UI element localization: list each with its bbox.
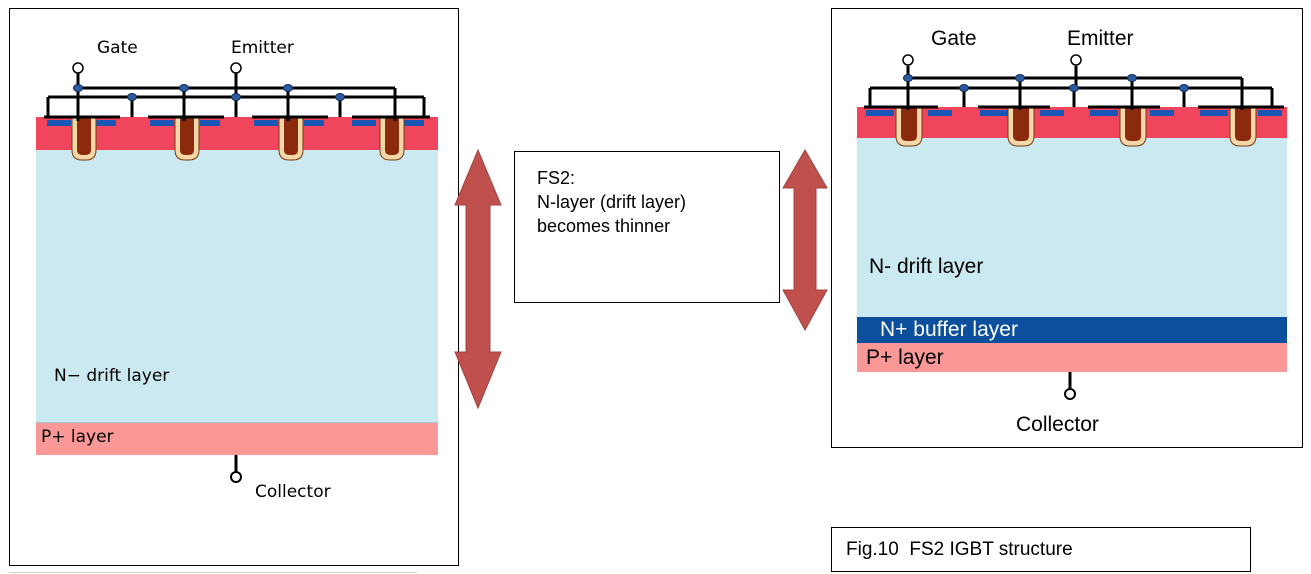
right-n-source bbox=[1040, 110, 1064, 116]
left-contact-dots bbox=[73, 84, 345, 101]
left-collector-terminal bbox=[230, 471, 242, 483]
right-n-drift-layer bbox=[857, 138, 1287, 317]
left-gate-label: Gate bbox=[97, 38, 138, 58]
left-trench-gates bbox=[71, 117, 405, 161]
note-line-1: FS2: bbox=[537, 168, 576, 188]
left-p-plus-layer bbox=[36, 423, 438, 455]
right-gate-label: Gate bbox=[931, 27, 977, 50]
left-p-plus-label: P+ layer bbox=[41, 427, 114, 447]
right-n-source bbox=[1150, 110, 1174, 116]
right-p-plus-label: P+ layer bbox=[866, 346, 944, 369]
right-n-source bbox=[928, 110, 952, 116]
right-trench-gates bbox=[895, 107, 1257, 147]
right-emitter-terminal bbox=[1070, 54, 1082, 66]
figure-caption: Fig.10 FS2 IGBT structure bbox=[846, 539, 1073, 560]
note-line-3: becomes thinner bbox=[537, 216, 671, 236]
right-n-drift-label: N- drift layer bbox=[869, 255, 984, 278]
right-collector-terminal bbox=[1064, 388, 1076, 400]
right-p-plus-layer bbox=[857, 343, 1287, 372]
left-emitter-label: Emitter bbox=[231, 38, 294, 58]
left-n-source bbox=[254, 120, 278, 126]
right-n-buffer-label: N+ buffer layer bbox=[880, 318, 1018, 341]
right-n-source bbox=[866, 110, 894, 116]
left-n-source bbox=[150, 120, 174, 126]
left-n-source bbox=[352, 120, 376, 126]
figure-caption-box bbox=[831, 527, 1251, 572]
left-n-drift-label: N− drift layer bbox=[54, 366, 170, 386]
left-n-source bbox=[200, 120, 220, 126]
left-n-drift-layer bbox=[36, 150, 438, 423]
right-collector-label: Collector bbox=[1016, 413, 1099, 436]
left-emitter-terminal bbox=[230, 62, 242, 74]
right-n-source bbox=[1258, 110, 1282, 116]
left-n-source bbox=[96, 120, 116, 126]
note-line-2: N-layer (drift layer) bbox=[537, 192, 687, 212]
bottom-divider bbox=[9, 572, 417, 573]
right-contact-dots bbox=[903, 74, 1189, 92]
right-n-source bbox=[1090, 110, 1118, 116]
left-n-source bbox=[304, 120, 324, 126]
right-gate-terminal bbox=[902, 54, 914, 66]
left-n-source bbox=[47, 120, 71, 126]
note-box bbox=[514, 151, 780, 303]
right-n-source bbox=[1200, 110, 1228, 116]
right-emitter-label: Emitter bbox=[1067, 27, 1134, 50]
right-n-source bbox=[980, 110, 1008, 116]
right-n-buffer-layer bbox=[857, 317, 1287, 343]
left-gate-terminal bbox=[72, 62, 84, 74]
left-n-source bbox=[404, 120, 424, 126]
left-collector-label: Collector bbox=[255, 482, 331, 502]
